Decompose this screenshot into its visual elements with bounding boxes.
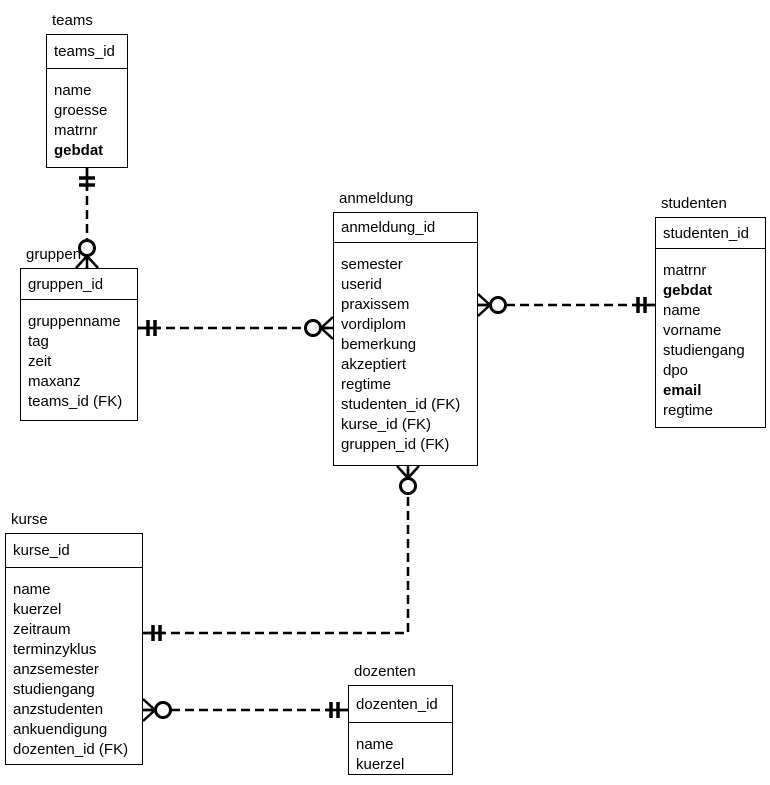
attribute-row: studenten_id (FK) (341, 396, 461, 413)
attribute-row: studiengang (13, 681, 95, 698)
entity-title: kurse (11, 511, 48, 528)
attribute-row: regtime (663, 402, 714, 419)
attribute-row: kurse_id (FK) (341, 416, 432, 433)
attribute-row: gebdat (663, 282, 713, 299)
attribute-row: matrnr (663, 262, 707, 279)
attribute-row: zeitraum (13, 621, 71, 638)
attribute-row: akzeptiert (341, 356, 407, 373)
attribute-row: userid (341, 276, 382, 293)
attribute-row: name (663, 302, 701, 319)
attribute-row: groesse (54, 102, 108, 119)
entity-anmeldung[interactable]: anmeldung anmeldung_id semester userid praxi… (333, 190, 478, 466)
relationship-anmeldung-studenten (477, 293, 655, 317)
entity-title: dozenten (354, 663, 416, 680)
attribute-row: dozenten_id (FK) (13, 741, 129, 758)
entity-title: anmeldung (339, 190, 414, 207)
attribute-row: vorname (663, 322, 722, 339)
entity-title: studenten (661, 195, 727, 212)
attribute-row: vordiplom (341, 316, 407, 333)
attribute-row: regtime (341, 376, 392, 393)
relationship-kurse-dozenten (142, 698, 348, 722)
attribute-row: teams_id (FK) (28, 393, 123, 410)
entity-attribute-list: semester userid praxissem vordiplom bemerkun… (334, 243, 477, 455)
attribute-row: bemerkung (341, 336, 417, 353)
entity-title: teams (52, 12, 93, 29)
entity-gruppen[interactable]: gruppen gruppen_id gruppenname tag zeit maxan… (20, 246, 138, 421)
attribute-row: gebdat (54, 142, 104, 159)
entity-attribute-list: gruppenname tag zeit maxanz teams_id (FK) (21, 300, 137, 412)
entity-primary-key: kurse_id (6, 534, 142, 568)
attribute-row: ankuendigung (13, 721, 108, 738)
attribute-row: name (13, 581, 51, 598)
entity-primary-key: anmeldung_id (334, 213, 477, 243)
attribute-row: semester (341, 256, 403, 273)
relationship-gruppen-anmeldung (138, 316, 334, 340)
entity-attribute-list: name kuerzel zeitraum terminzyklus anzsemest… (6, 568, 142, 760)
entity-primary-key: teams_id (47, 35, 127, 69)
attribute-row: dpo (663, 362, 689, 379)
attribute-row: praxissem (341, 296, 410, 313)
attribute-row: kuerzel (13, 601, 62, 618)
attribute-row: anzstudenten (13, 701, 104, 718)
attribute-row: anzsemester (13, 661, 99, 678)
attribute-row: studiengang (663, 342, 745, 359)
relationship-kurse-anmeldung (143, 465, 420, 641)
attribute-row: matrnr (54, 122, 98, 139)
attribute-row: name (54, 82, 92, 99)
attribute-row: email (663, 382, 702, 399)
attribute-row: name (356, 736, 394, 753)
entity-attribute-list: name groesse matrnr gebdat (47, 69, 127, 161)
entity-attribute-list: matrnr gebdat name vorname studiengang dpo ema… (656, 249, 765, 421)
attribute-row: gruppenname (28, 313, 121, 330)
attribute-row: terminzyklus (13, 641, 97, 658)
entity-primary-key: dozenten_id (349, 686, 452, 723)
entity-attribute-list: name kuerzel (349, 723, 452, 775)
attribute-row: tag (28, 333, 49, 350)
entity-primary-key: gruppen_id (21, 269, 137, 300)
attribute-row: maxanz (28, 373, 81, 390)
attribute-row: kuerzel (356, 756, 405, 773)
attribute-row: zeit (28, 353, 52, 370)
entity-title: gruppen (26, 246, 82, 263)
attribute-row: gruppen_id (FK) (341, 436, 450, 453)
entity-primary-key: studenten_id (656, 218, 765, 249)
